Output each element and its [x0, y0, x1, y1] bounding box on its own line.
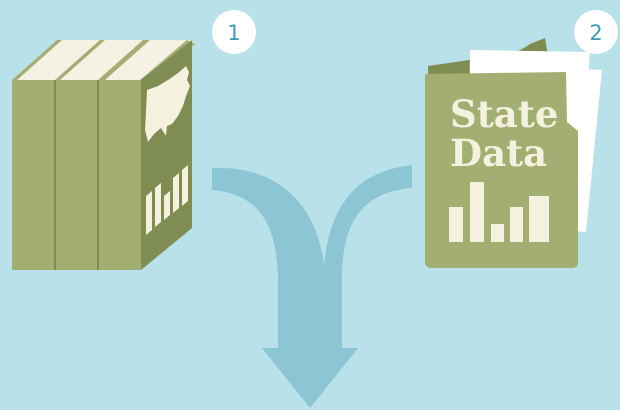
folder-title-line1: State — [450, 92, 558, 136]
merge-arrow-icon — [212, 165, 412, 408]
binders-with-us-map-icon — [12, 40, 195, 270]
step-badge-1: 1 — [212, 10, 256, 54]
step-badge-2: 2 — [574, 10, 618, 54]
step-badge-2-label: 2 — [589, 21, 602, 45]
step-badge-1-label: 1 — [227, 21, 240, 45]
state-data-folder-icon: State Data — [425, 38, 602, 268]
folder-title-line2: Data — [450, 131, 547, 175]
